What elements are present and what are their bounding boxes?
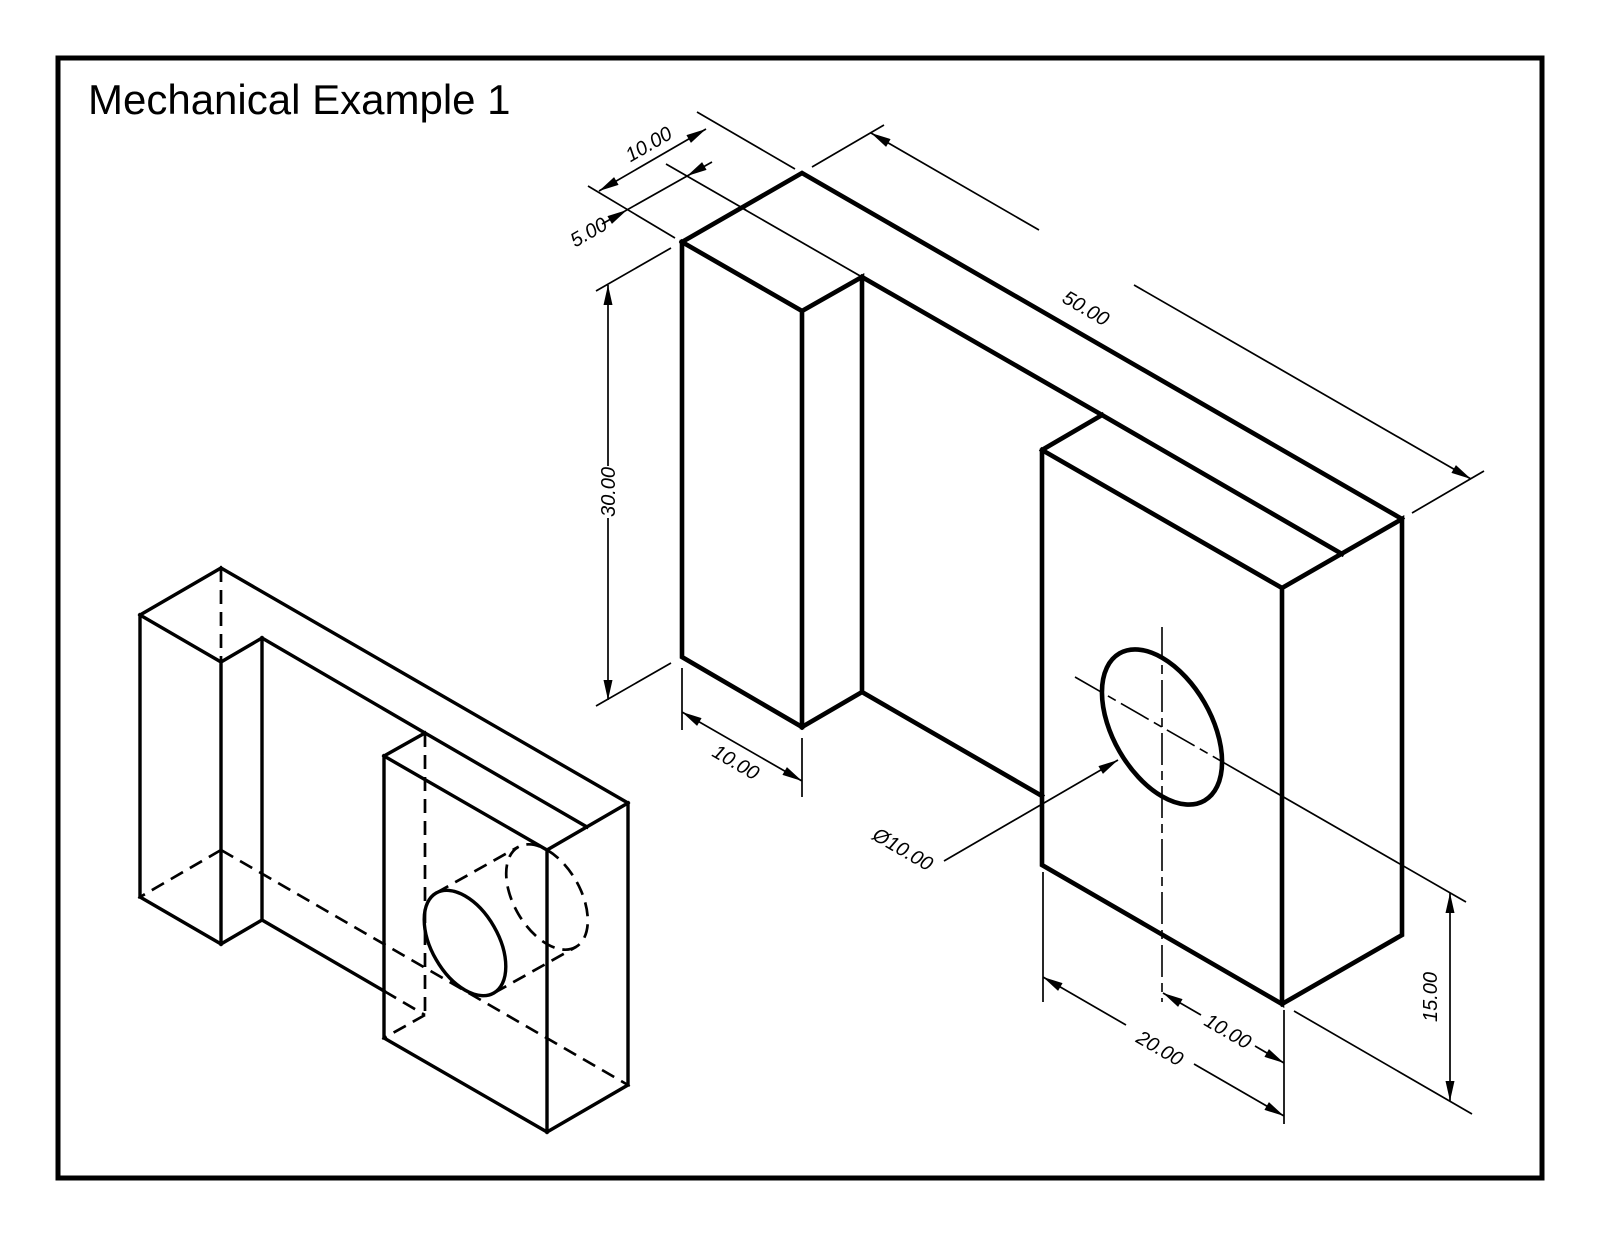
dimension-text: 10.00 (708, 741, 762, 785)
isometric-view (678, 170, 1406, 1008)
centerline-axial (1074, 676, 1241, 773)
dimension-lines (601, 161, 747, 225)
arrowhead (682, 712, 702, 726)
arrowhead (1163, 993, 1183, 1007)
visible-edges (678, 170, 1406, 1008)
dimension-lines (587, 111, 796, 239)
arrowhead (1098, 760, 1118, 774)
arrowhead (607, 210, 627, 224)
hidden-edges (139, 568, 629, 1087)
arrowhead (1264, 1102, 1284, 1116)
dimension-lines (595, 247, 672, 707)
dimension-text: 20.00 (1131, 1026, 1186, 1071)
dimension-lines (681, 668, 803, 797)
dimension-column-width: 10.00 (681, 668, 803, 797)
arrowhead (686, 129, 706, 143)
arrowhead (687, 162, 707, 176)
dimension-overall-length: 50.00 (811, 124, 1485, 514)
hole-ellipse-front (422, 888, 508, 998)
drawing-title: Mechanical Example 1 (88, 76, 511, 123)
dimension-total-depth: 10.00 (587, 111, 796, 239)
dimension-text: Ø10.00 (868, 823, 937, 875)
hole-ellipse (1099, 647, 1225, 807)
arrowhead (871, 133, 891, 147)
arrowhead (1445, 1081, 1455, 1101)
dimension-text: 5.00 (567, 214, 612, 253)
dimension-front-plate-depth: 5.00 (567, 161, 747, 253)
dimension-right-block-width: 20.00 (1042, 872, 1285, 1124)
arrowhead (782, 767, 802, 781)
leader-hole-diameter: Ø10.00 (868, 759, 1119, 876)
dimension-lines (811, 124, 1485, 514)
arrowhead (1043, 977, 1063, 991)
dimension-hole-center-height: 15.00 (1239, 771, 1473, 1115)
dimension-lines (1042, 872, 1285, 1124)
arrowhead (1451, 465, 1471, 479)
sheet-border (55, 55, 1545, 1181)
leader-line (943, 759, 1119, 862)
dimension-overall-height: 30.00 (595, 247, 672, 707)
dimension-text: 10.00 (1200, 1010, 1254, 1054)
pictorial-view-hidden-lines (137, 565, 631, 1135)
dimension-text: 10.00 (622, 123, 676, 167)
arrowhead (1264, 1049, 1284, 1063)
arrowhead (603, 285, 613, 305)
dimension-text: 15.00 (1420, 972, 1442, 1022)
arrowhead (599, 177, 619, 191)
hole-ellipse-back-hidden (504, 842, 590, 952)
dimension-lines (1239, 771, 1473, 1115)
visible-edges (137, 565, 631, 1135)
arrowhead (603, 680, 613, 700)
arrowhead (1445, 893, 1455, 913)
hole-centerlines (1074, 627, 1241, 1002)
dimension-text: 30.00 (598, 467, 620, 517)
coplanar-edge (741, 207, 863, 278)
